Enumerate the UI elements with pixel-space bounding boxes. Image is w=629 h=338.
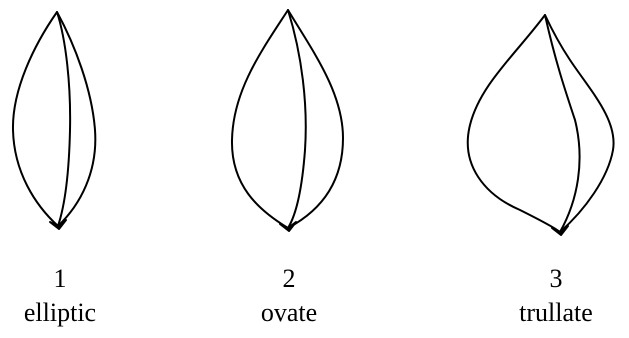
shape-number: 3	[496, 262, 616, 296]
caption-ovate: 2 ovate	[229, 262, 349, 330]
trullate-leaf-outline	[468, 15, 614, 235]
elliptic-leaf-outline	[13, 12, 95, 229]
caption-trullate: 3 trullate	[496, 262, 616, 330]
shape-number: 1	[0, 262, 120, 296]
shape-term: elliptic	[0, 296, 120, 330]
shape-term: trullate	[496, 296, 616, 330]
ovate-leaf-outline	[232, 10, 343, 231]
caption-elliptic: 1 elliptic	[0, 262, 120, 330]
shape-term: ovate	[229, 296, 349, 330]
shape-number: 2	[229, 262, 349, 296]
